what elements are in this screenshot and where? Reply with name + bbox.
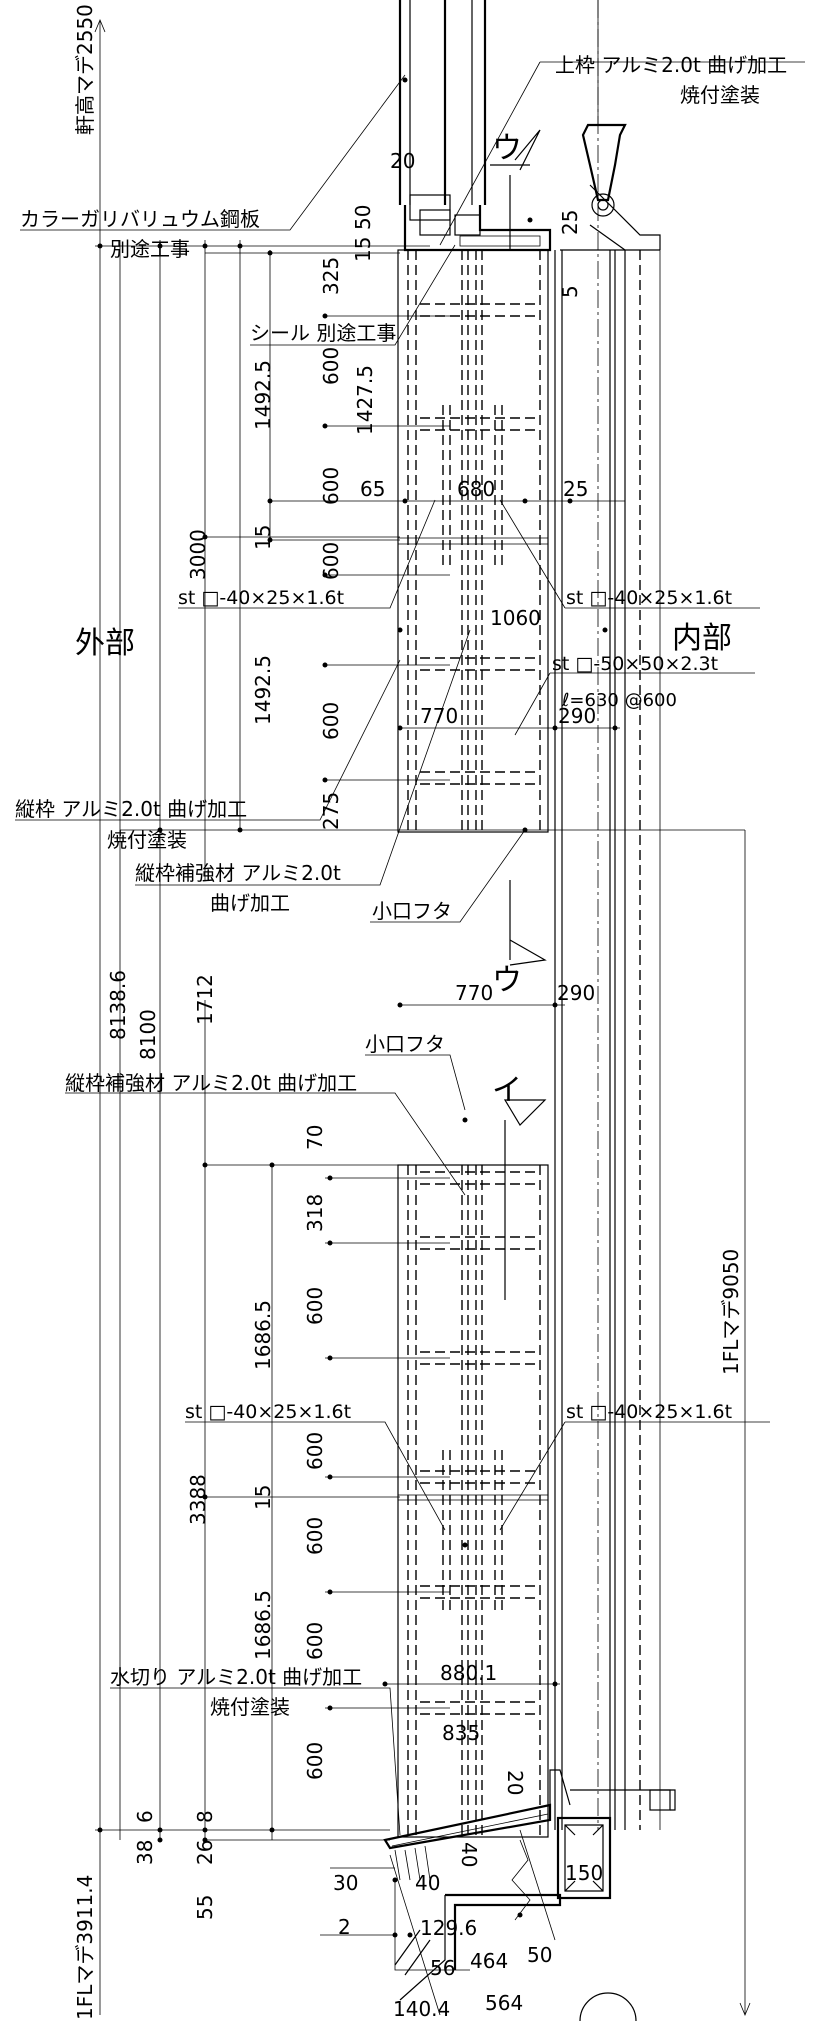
note-st-upper-right: st □-40×25×1.6t <box>566 587 732 609</box>
dim-15-low: 15 <box>251 1485 275 1510</box>
dim-3388: 3388 <box>186 1474 210 1525</box>
dim-600-b: 600 <box>319 467 343 505</box>
dim-318: 318 <box>303 1194 327 1232</box>
dim-20-top: 20 <box>390 149 415 173</box>
dim-8100: 8100 <box>136 1009 160 1060</box>
note-drip-1: 水切り アルミ2.0t 曲げ加工 <box>110 1665 362 1689</box>
note-galvalume-2: 別途工事 <box>110 237 190 261</box>
section-mark-i: イ <box>492 1073 522 1108</box>
note-galvalume-1: カラーガリバリュウム鋼板 <box>20 207 260 231</box>
note-st-lower-left: st □-40×25×1.6t <box>185 1401 351 1423</box>
dim-770-b: 770 <box>455 981 493 1005</box>
dim-600-i: 600 <box>303 1742 327 1780</box>
dim-1686-5-a: 1686.5 <box>251 1300 275 1370</box>
dim-2: 2 <box>338 1915 351 1939</box>
dim-1712: 1712 <box>193 974 217 1025</box>
dim-5: 5 <box>558 285 582 298</box>
note-st-50-spacing: ℓ=630 @600 <box>561 690 677 711</box>
note-seal: シール 別途工事 <box>250 321 396 345</box>
dim-56: 56 <box>430 1956 455 1980</box>
dim-600-e: 600 <box>303 1287 327 1325</box>
dim-150: 150 <box>565 1861 603 1885</box>
dim-6: 6 <box>133 1810 157 1823</box>
dim-290-a: 290 <box>558 704 596 728</box>
note-st-50: st □-50×50×2.3t <box>552 653 718 675</box>
dim-1427-5: 1427.5 <box>353 365 377 435</box>
dim-26: 26 <box>193 1840 217 1865</box>
dim-600-a: 600 <box>319 347 343 385</box>
region-outside: 外部 <box>75 626 135 661</box>
region-inside: 内部 <box>672 621 732 656</box>
note-st-upper-left: st □-40×25×1.6t <box>178 587 344 609</box>
section-mark-u-top: ウ <box>492 131 522 166</box>
dim-1060: 1060 <box>490 606 541 630</box>
dim-680: 680 <box>457 477 495 501</box>
dim-600-g: 600 <box>303 1517 327 1555</box>
dim-50: 50 <box>351 205 375 230</box>
dim-70: 70 <box>303 1125 327 1150</box>
dim-65: 65 <box>360 477 385 501</box>
dim-38: 38 <box>133 1840 157 1865</box>
dim-600-d: 600 <box>319 702 343 740</box>
dim-55: 55 <box>193 1895 217 1920</box>
dim-600-c: 600 <box>319 542 343 580</box>
note-vframe-reinforce-1b: 曲げ加工 <box>210 891 290 915</box>
geometry <box>15 0 805 2021</box>
section-mark-u-mid: ウ <box>492 963 522 998</box>
dim-770-a: 770 <box>420 704 458 728</box>
dim-275: 275 <box>319 792 343 830</box>
dim-3000: 3000 <box>186 529 210 580</box>
dim-1686-5-b: 1686.5 <box>251 1590 275 1660</box>
note-drip-2: 焼付塗装 <box>210 1695 290 1719</box>
dim-50-low: 50 <box>527 1943 552 1967</box>
note-top-frame-1: 上枠 アルミ2.0t 曲げ加工 <box>555 53 787 77</box>
dim-325: 325 <box>319 257 343 295</box>
note-vframe-reinforce-1a: 縦枠補強材 アルミ2.0t <box>135 861 341 885</box>
dim-8: 8 <box>193 1810 217 1823</box>
note-vframe-reinforce-2: 縦枠補強材 アルミ2.0t 曲げ加工 <box>65 1071 357 1095</box>
dim-464: 464 <box>470 1949 508 1973</box>
dim-25-mid: 25 <box>563 477 588 501</box>
dim-fl-9050: 1FLマデ9050 <box>719 1249 743 1375</box>
dim-15-top: 15 <box>351 237 375 262</box>
dim-fl-3911: 1FLマデ3911.4 <box>73 1875 97 2020</box>
dim-140-4: 140.4 <box>393 1997 450 2021</box>
dim-40-b: 40 <box>415 1871 440 1895</box>
dim-eave-height: 軒高マデ2550 <box>73 4 97 135</box>
dim-1492-5-b: 1492.5 <box>251 655 275 725</box>
note-small-lid-1: 小口フタ <box>372 899 452 923</box>
dim-25-top: 25 <box>558 210 582 235</box>
dim-40-a: 40 <box>457 1842 481 1867</box>
dim-15-mid: 15 <box>251 525 275 550</box>
note-vertical-frame-2: 焼付塗装 <box>107 828 187 852</box>
dim-30: 30 <box>333 1871 358 1895</box>
note-st-lower-right: st □-40×25×1.6t <box>566 1401 732 1423</box>
dim-20-low: 20 <box>503 1770 527 1795</box>
note-vertical-frame-1: 縦枠 アルミ2.0t 曲げ加工 <box>15 797 247 821</box>
dim-600-h: 600 <box>303 1622 327 1660</box>
dim-290-b: 290 <box>557 981 595 1005</box>
dim-129-6: 129.6 <box>420 1916 477 1940</box>
dim-564: 564 <box>485 1991 523 2015</box>
dim-835: 835 <box>442 1721 480 1745</box>
dim-8138-6: 8138.6 <box>106 970 130 1040</box>
dim-600-f: 600 <box>303 1432 327 1470</box>
labels: 外部 内部 ウ ウ イ 上枠 アルミ2.0t 曲げ加工 焼付塗装 カラーガリバリ… <box>15 4 787 2021</box>
note-small-lid-2: 小口フタ <box>365 1032 445 1056</box>
dim-1492-5-a: 1492.5 <box>251 360 275 430</box>
dim-880-1: 880.1 <box>440 1661 497 1685</box>
note-top-frame-2: 焼付塗装 <box>680 83 760 107</box>
